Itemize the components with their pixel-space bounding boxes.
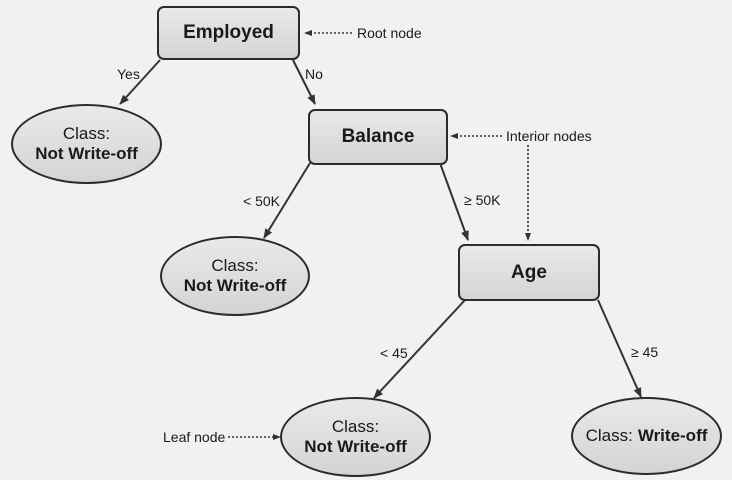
leaf-class-value: Not Write-off <box>304 437 407 456</box>
edge-label-age-ge: ≥ 45 <box>631 344 659 360</box>
leaf-class-value: Not Write-off <box>183 276 287 295</box>
edge-label-age-lt: < 45 <box>380 345 408 361</box>
leaf-balance-lt50k: Class: Not Write-off <box>160 236 310 316</box>
annotation-interior-nodes: Interior nodes <box>506 128 592 144</box>
edge-age-lt45 <box>373 299 466 399</box>
edge-employed-yes <box>119 59 161 105</box>
node-balance-label: Balance <box>341 126 415 148</box>
edge-employed-no <box>292 59 316 105</box>
leaf-age-lt45: Class: Not Write-off <box>280 397 431 477</box>
node-employed-label: Employed <box>183 22 274 44</box>
edge-label-yes: Yes <box>117 66 140 82</box>
edge-balance-ge50k <box>439 162 469 241</box>
leaf-class-label: Class: <box>62 124 111 144</box>
annotation-root-node: Root node <box>357 25 422 41</box>
edge-label-balance-lt: < 50K <box>243 193 280 209</box>
edge-age-ge45 <box>597 299 642 398</box>
node-age: Age <box>458 244 600 301</box>
leaf-age-ge45: Class: Write-off <box>571 397 722 475</box>
node-balance: Balance <box>308 109 448 165</box>
edge-balance-lt50k <box>263 162 311 239</box>
annotation-leaf-node: Leaf node <box>163 429 226 445</box>
leaf-class-label: Class: <box>585 426 633 446</box>
leaf-employed-yes: Class: Not Write-off <box>11 104 162 184</box>
leaf-class-label: Class: <box>211 256 259 276</box>
node-employed: Employed <box>157 6 300 60</box>
edge-label-balance-ge: ≥ 50K <box>464 192 501 208</box>
leaf-class-value: Write-off <box>637 426 708 446</box>
leaf-class-label: Class: <box>331 417 380 437</box>
leaf-class-value: Not Write-off <box>35 144 138 163</box>
node-age-label: Age <box>511 261 547 283</box>
edge-label-no: No <box>305 66 323 82</box>
